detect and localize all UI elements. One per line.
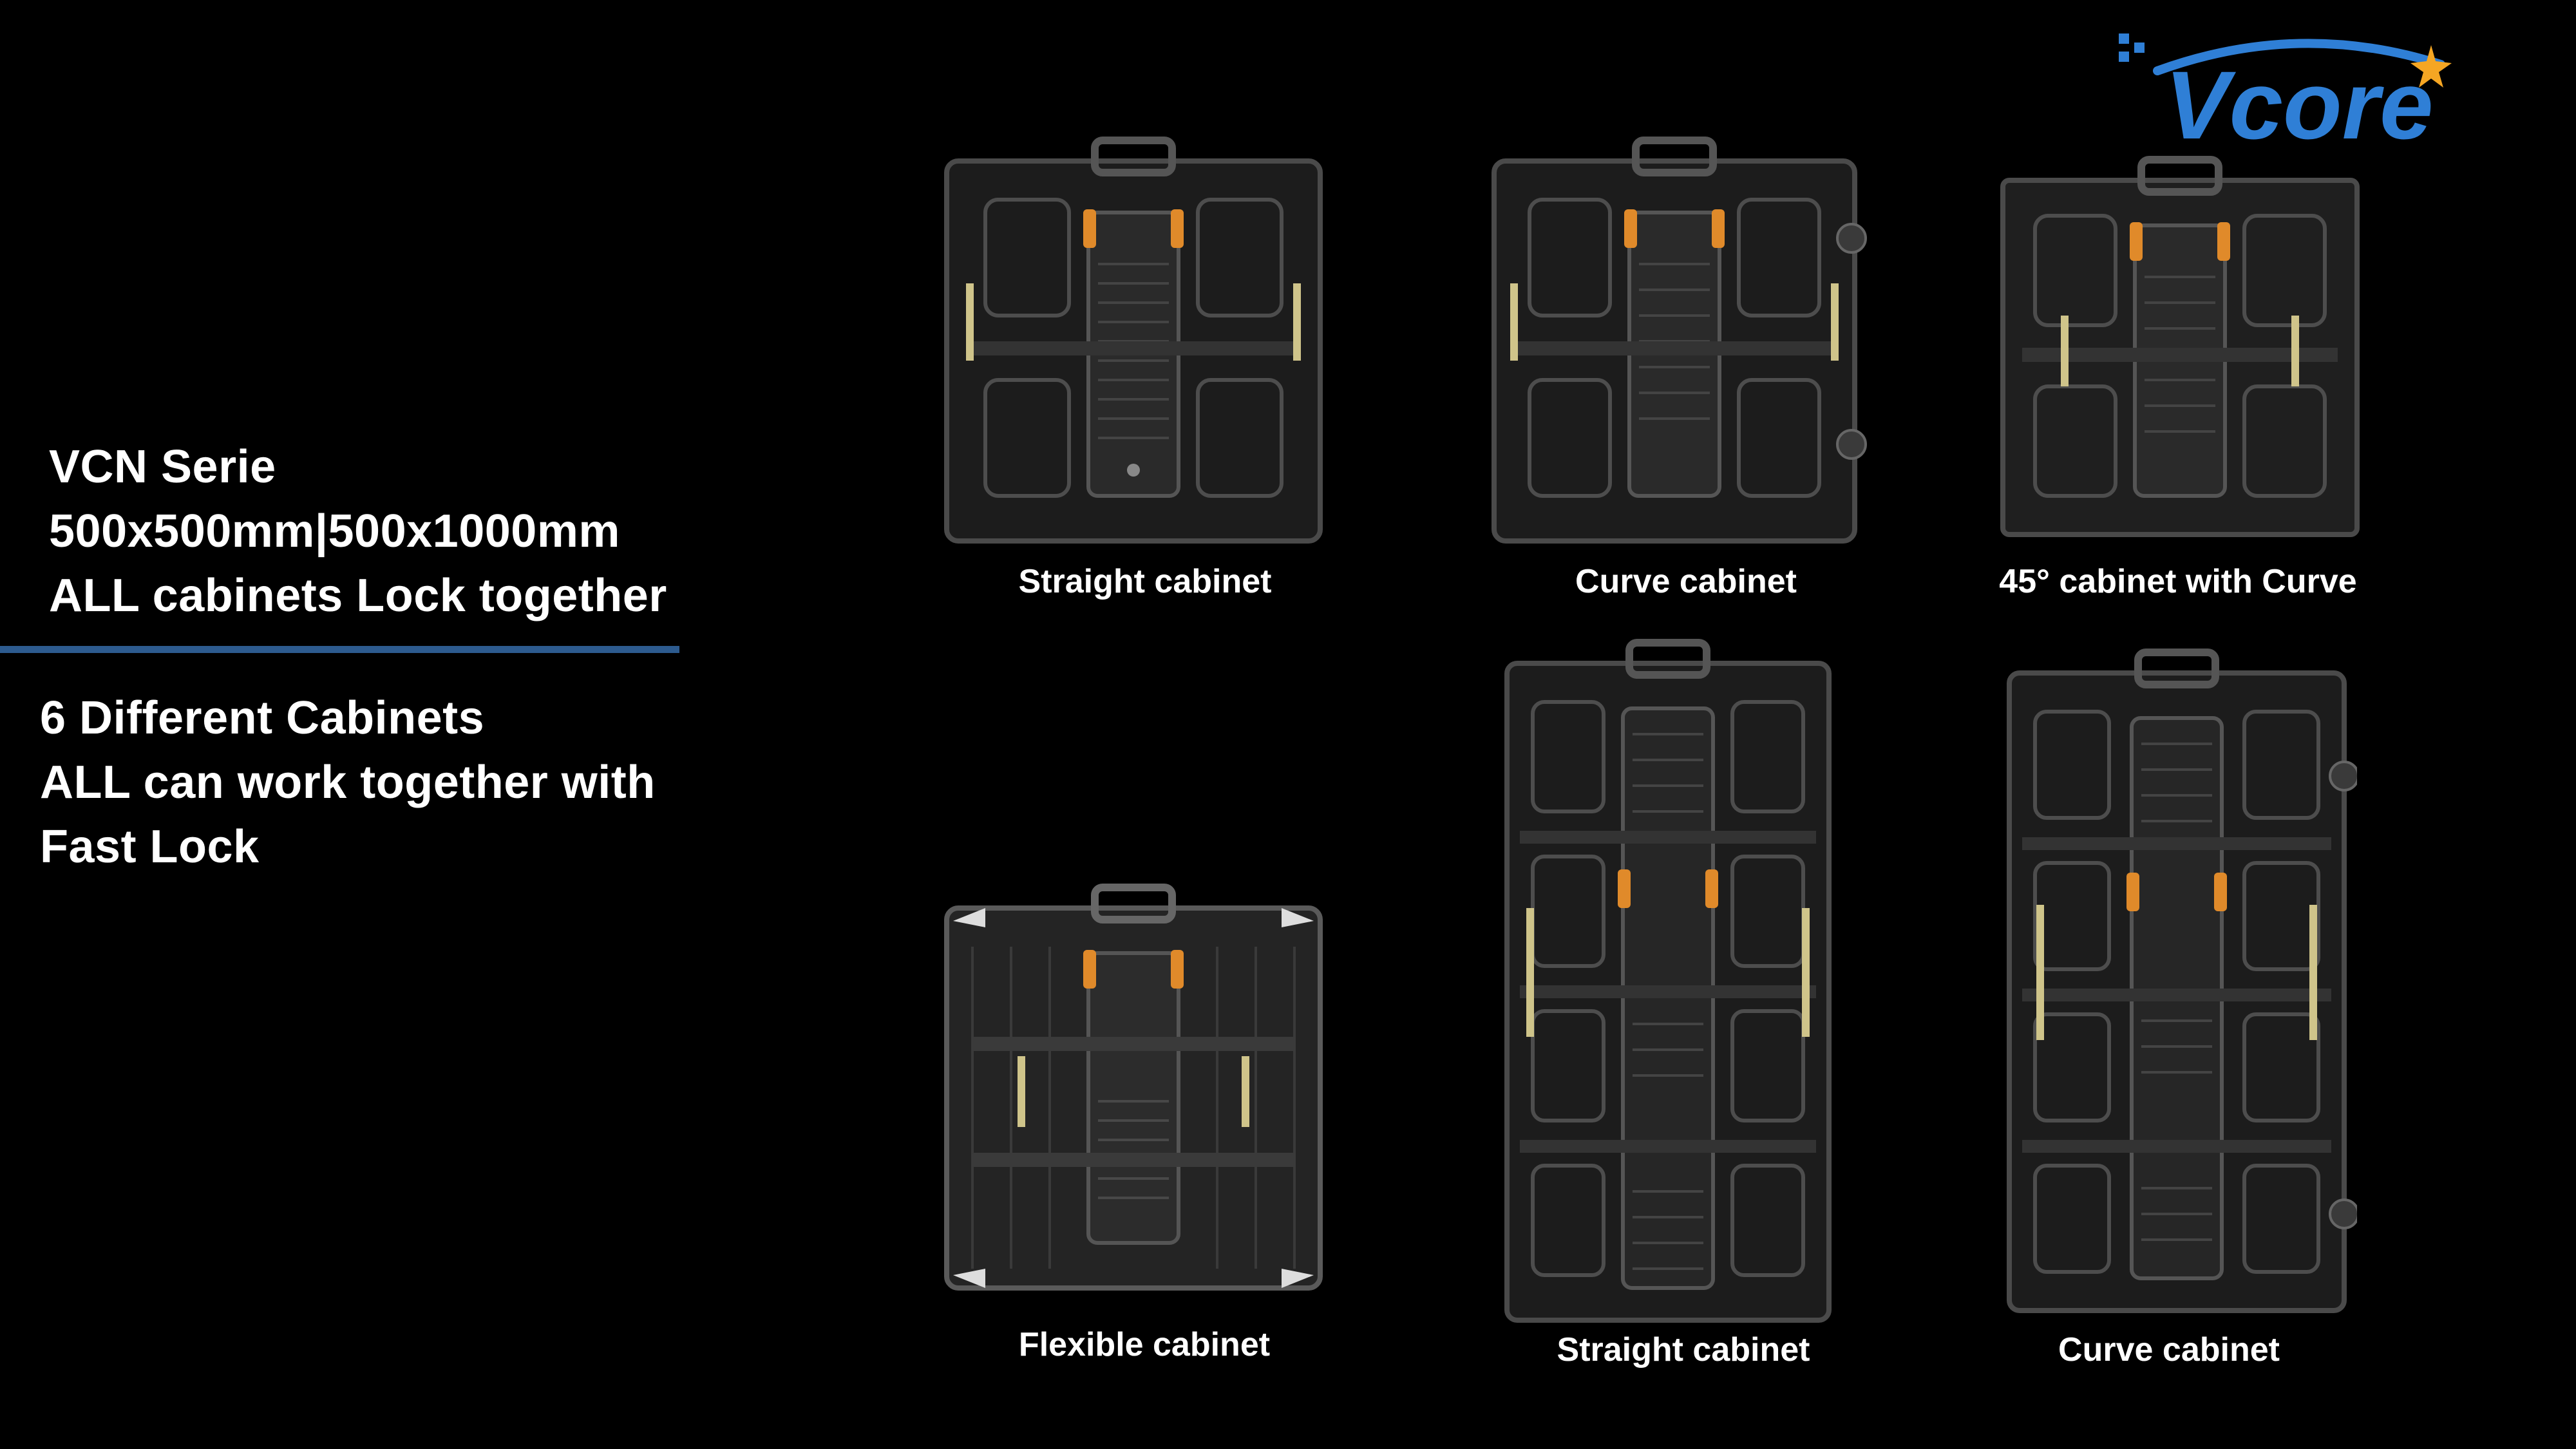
caption-curve-square: Curve cabinet	[1575, 563, 1797, 600]
cabinets-count: 6 Different Cabinets	[40, 692, 485, 744]
fast-lock: Fast Lock	[40, 821, 260, 873]
cabinet-45-curve-square	[1990, 155, 2370, 541]
cabinet-curve-tall	[1996, 647, 2357, 1323]
series-sizes: 500x500mm|500x1000mm	[49, 506, 620, 557]
logo-text: Vcore	[2165, 51, 2434, 148]
caption-curve-tall: Curve cabinet	[2058, 1331, 2280, 1368]
cabinets-compat: ALL can work together with	[40, 757, 656, 808]
cabinet-flexible-square	[934, 882, 1333, 1294]
caption-45-curve: 45° cabinet with Curve	[1999, 563, 2357, 600]
cabinet-curve-square	[1481, 135, 1868, 547]
section-divider	[0, 646, 679, 653]
caption-straight-tall: Straight cabinet	[1557, 1331, 1810, 1368]
series-lock-note: ALL cabinets Lock together	[49, 570, 667, 621]
caption-flexible: Flexible cabinet	[1018, 1326, 1271, 1363]
series-title: VCN Serie	[49, 441, 276, 493]
cabinet-straight-tall	[1494, 638, 1842, 1333]
cabinet-straight-square	[934, 135, 1333, 547]
caption-straight-square: Straight cabinet	[1018, 563, 1272, 600]
vcore-logo: Vcore	[2106, 26, 2492, 159]
